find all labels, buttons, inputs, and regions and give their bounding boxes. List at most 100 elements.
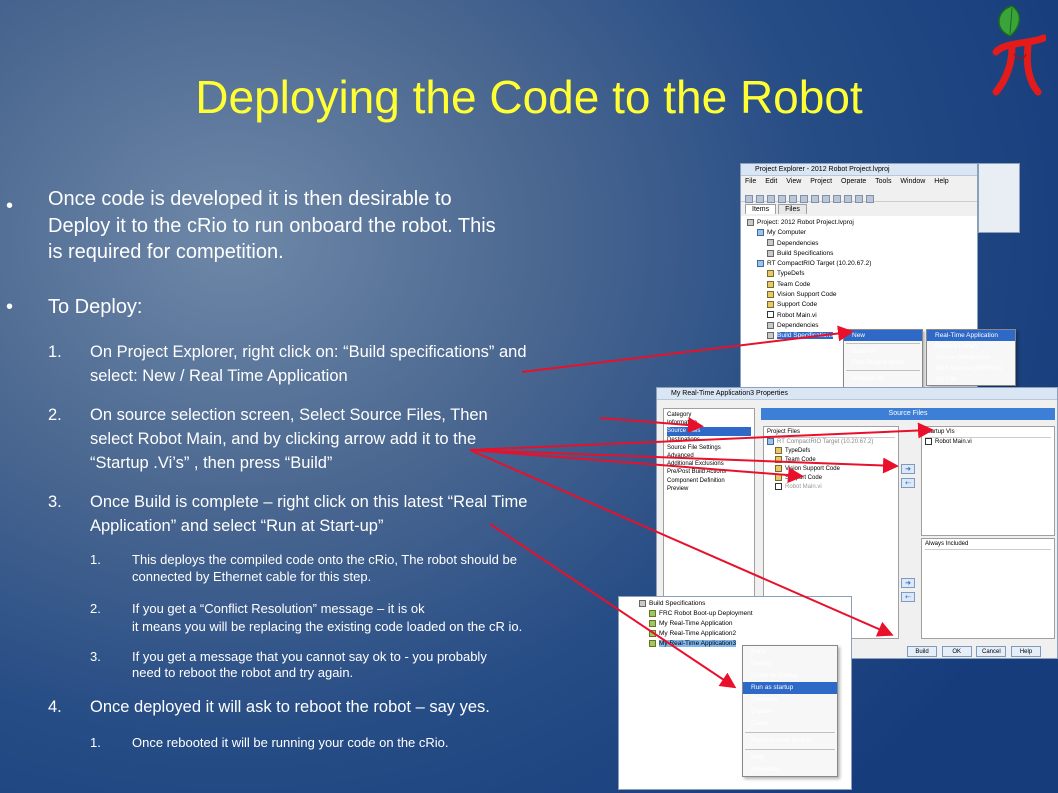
project-icon bbox=[747, 218, 754, 226]
tree-item[interactable]: Dependencies bbox=[745, 239, 973, 249]
computer-icon bbox=[757, 229, 764, 237]
folder-icon bbox=[767, 290, 774, 298]
tree-item[interactable]: Build Specifications bbox=[623, 599, 847, 609]
project-file-item[interactable]: Robot Main.vi bbox=[767, 483, 895, 492]
tree-item-label: TypeDefs bbox=[777, 270, 805, 278]
substep-number: 3. bbox=[90, 649, 101, 664]
category-item[interactable]: Additional Exclusions bbox=[667, 461, 724, 468]
toolbar-button[interactable] bbox=[811, 195, 819, 203]
arrow-to-build-button bbox=[469, 449, 894, 637]
ok-button[interactable]: OK bbox=[941, 646, 972, 657]
folder-icon bbox=[775, 456, 782, 464]
category-item[interactable]: Source Files bbox=[667, 427, 751, 436]
menu-item-explore[interactable]: Explore bbox=[751, 708, 774, 715]
tree-item-label: My Real-Time Application bbox=[659, 620, 733, 627]
category-header: Category bbox=[667, 412, 692, 418]
menu-item[interactable]: Tools bbox=[875, 178, 892, 185]
add-always-included-button[interactable]: ➜ bbox=[901, 578, 915, 588]
menu-item-deploy[interactable]: Deploy bbox=[751, 660, 772, 667]
arrow-to-build-specs bbox=[521, 325, 854, 373]
menu-bar: File Edit View Project Operate Tools Win… bbox=[741, 176, 977, 188]
project-file-item[interactable]: Vision Support Code bbox=[767, 465, 895, 474]
remove-arrow-button[interactable]: ⇠ bbox=[901, 478, 915, 488]
tree-item[interactable]: Vision Support Code bbox=[745, 290, 973, 300]
menu-item[interactable]: Edit bbox=[765, 178, 778, 185]
build-specs-context-menu: New Build All Find Project Items... Arra… bbox=[843, 329, 923, 396]
dialog-title: My Real-Time Application3 Properties bbox=[657, 388, 1057, 400]
category-item[interactable]: Source File Settings bbox=[667, 444, 721, 451]
menu-item-new[interactable]: New bbox=[844, 330, 922, 341]
tab-files[interactable]: Files bbox=[778, 204, 807, 214]
intro-line-3: is required for competition. bbox=[48, 241, 284, 263]
tree-item[interactable]: My Computer bbox=[745, 228, 973, 238]
tree-item[interactable]: Dependencies bbox=[745, 321, 973, 331]
tree-item-label: Dependencies bbox=[777, 321, 819, 329]
menu-item-build[interactable]: Build bbox=[751, 648, 766, 655]
menu-item-run-as-startup[interactable]: Run as startup bbox=[743, 682, 837, 694]
instructions-text: • Once code is developed it is then desi… bbox=[0, 0, 660, 793]
menu-item-clean[interactable]: Clean bbox=[751, 720, 768, 727]
step-number: 3. bbox=[48, 493, 62, 511]
tree-item[interactable]: RT CompactRIO Target (10.20.67.2) bbox=[745, 259, 973, 269]
menu-item[interactable]: Operate bbox=[841, 178, 867, 185]
build-button[interactable]: Build bbox=[907, 646, 937, 657]
project-file-item[interactable]: Team Code bbox=[767, 456, 895, 465]
help-button[interactable]: Help bbox=[1011, 646, 1042, 657]
tree-item[interactable]: Team Code bbox=[745, 280, 973, 290]
tree-item[interactable]: My Real-Time Application bbox=[623, 619, 847, 629]
menu-item[interactable]: Help bbox=[934, 178, 949, 185]
substep-text: it means you will be replacing the exist… bbox=[132, 619, 523, 634]
menu-item-help[interactable]: Help... bbox=[751, 754, 770, 761]
menu-item-duplicate[interactable]: Duplicate bbox=[751, 696, 779, 703]
menu-item-arrange-by[interactable]: Arrange By bbox=[852, 375, 885, 382]
toolbar-button[interactable] bbox=[833, 195, 841, 203]
toolbar-button[interactable] bbox=[866, 195, 874, 203]
category-item[interactable]: Destinations bbox=[667, 436, 701, 443]
tree-item[interactable]: Build Specifications bbox=[745, 249, 973, 259]
dialog-button-row: Build OK Cancel Help bbox=[907, 646, 1042, 657]
menu-item[interactable]: Project bbox=[810, 178, 833, 185]
project-file-item[interactable]: TypeDefs bbox=[767, 447, 895, 456]
menu-item-packed-library[interactable]: Packed Library bbox=[935, 343, 979, 350]
menu-item[interactable]: File bbox=[745, 178, 757, 185]
tree-item-label: Team Code bbox=[777, 280, 811, 288]
menu-item-find-items[interactable]: Find Project Items... bbox=[852, 359, 910, 366]
step-text: Once Build is complete – right click on … bbox=[90, 493, 528, 511]
category-item[interactable]: Advanced bbox=[667, 453, 694, 460]
toolbar-button[interactable] bbox=[822, 195, 830, 203]
tree-item[interactable]: Robot Main.vi bbox=[745, 311, 973, 321]
menu-item-properties[interactable]: Properties bbox=[751, 766, 781, 773]
project-file-label: Vision Support Code bbox=[785, 466, 840, 473]
toolbar-button[interactable] bbox=[855, 195, 863, 203]
category-item[interactable]: Component Definition bbox=[667, 477, 725, 484]
tree-item[interactable]: Support Code bbox=[745, 300, 973, 310]
menu-item-source-distribution[interactable]: Source Distribution bbox=[935, 354, 990, 361]
tab-strip: Items Files bbox=[741, 202, 977, 216]
menu-item-remove-from-project[interactable]: Remove from Project bbox=[751, 737, 813, 744]
window-title: Project Explorer - 2012 Robot Project.lv… bbox=[741, 164, 977, 176]
menu-item[interactable]: Window bbox=[900, 178, 926, 185]
menu-item-zip-file[interactable]: Zip File bbox=[935, 376, 957, 383]
menu-item-build-all[interactable]: Build All bbox=[852, 348, 876, 355]
add-arrow-button[interactable]: ➜ bbox=[901, 464, 915, 474]
cancel-button[interactable]: Cancel bbox=[976, 646, 1007, 657]
category-item[interactable]: Pre/Post Build Actions bbox=[667, 469, 727, 476]
remove-always-included-button[interactable]: ⇠ bbox=[901, 592, 915, 602]
tree-item[interactable]: TypeDefs bbox=[745, 269, 973, 279]
tree-item[interactable]: Build Specifications bbox=[745, 331, 973, 341]
tree-item[interactable]: Project: 2012 Robot Project.lvproj bbox=[745, 218, 973, 228]
project-file-item[interactable]: RT CompactRIO Target (10.20.67.2) bbox=[767, 438, 895, 447]
tab-items[interactable]: Items bbox=[745, 204, 777, 214]
tree-item[interactable]: FRC Robot Boot-up Deployment bbox=[623, 609, 847, 619]
toolbar-button[interactable] bbox=[844, 195, 852, 203]
category-item[interactable]: Information bbox=[667, 420, 698, 427]
step-text: select Robot Main, and by clicking arrow… bbox=[90, 430, 477, 448]
menu-item-real-time-application[interactable]: Real-Time Application bbox=[927, 330, 1015, 341]
tree-item-label: Project: 2012 Robot Project.lvproj bbox=[757, 219, 854, 226]
menu-item-unset-startup[interactable]: Unset as startup bbox=[751, 672, 799, 679]
category-item[interactable]: Preview bbox=[667, 485, 689, 492]
menu-item-web-service[interactable]: Web Service (RESTful) bbox=[935, 365, 1003, 372]
menu-item[interactable]: View bbox=[786, 178, 802, 185]
build-specs-icon bbox=[767, 332, 774, 340]
tree-item[interactable]: My Real-Time Application3 bbox=[623, 639, 847, 649]
